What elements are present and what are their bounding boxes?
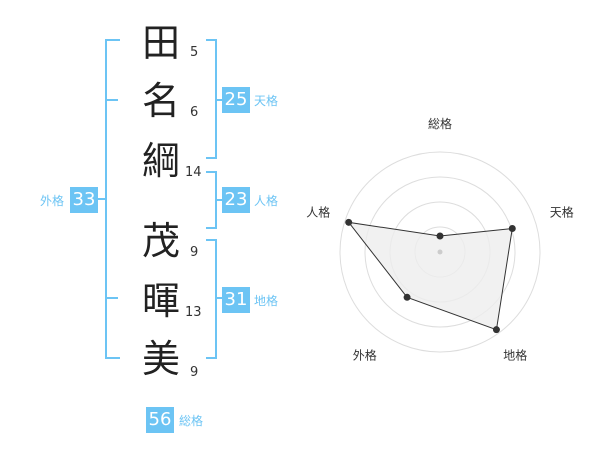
- chikaku-label: 地格: [254, 294, 279, 308]
- radar-point-1: [436, 232, 444, 240]
- radar-point-4: [403, 293, 411, 301]
- radar-axis-label-2: 天格: [550, 204, 574, 219]
- soukaku-label: 総格: [179, 414, 204, 428]
- name-char-4: 茂: [141, 219, 180, 263]
- name-char-1: 田: [141, 21, 180, 65]
- radar-area: [347, 221, 513, 331]
- gaikaku-bracket: [105, 39, 120, 359]
- brackets: [96, 39, 222, 359]
- stroke-count-4: 9: [190, 245, 199, 260]
- tenkaku-label: 天格: [254, 94, 279, 108]
- stroke-count-1: 5: [190, 45, 199, 60]
- name-char-2: 名: [141, 79, 180, 123]
- name-char-3: 綱: [141, 139, 180, 183]
- stroke-count-2: 6: [190, 105, 199, 120]
- gaikaku-value: 33: [70, 187, 98, 213]
- jinkaku-label: 人格: [254, 194, 279, 208]
- radar-axis-label-3: 地格: [503, 348, 527, 363]
- jinkaku-bracket: [206, 171, 217, 229]
- tenkaku-value: 25: [222, 87, 250, 113]
- radar-ring-3: [364, 176, 516, 328]
- gaikaku-label: 外格: [40, 194, 65, 208]
- radar-point-3: [492, 326, 500, 334]
- chikaku-bracket: [206, 239, 217, 359]
- tenkaku-bracket: [206, 39, 217, 159]
- soukaku-value: 56: [146, 407, 174, 433]
- radar-axis-label-4: 外格: [353, 348, 377, 363]
- stroke-count-5: 13: [185, 305, 202, 320]
- radar-axis-label-5: 人格: [306, 204, 330, 219]
- chikaku-value: 31: [222, 287, 250, 313]
- stroke-count-6: 9: [190, 365, 199, 380]
- name-char-5: 暉: [141, 279, 180, 323]
- radar-axis-label-1: 総格: [428, 116, 452, 131]
- radar-point-5: [345, 218, 353, 226]
- stroke-count-3: 14: [185, 165, 202, 180]
- radar-center: [437, 249, 443, 255]
- jinkaku-value: 23: [222, 187, 250, 213]
- radar-ring-4: [339, 151, 541, 353]
- radar-point-2: [508, 225, 516, 233]
- name-char-6: 美: [141, 337, 180, 381]
